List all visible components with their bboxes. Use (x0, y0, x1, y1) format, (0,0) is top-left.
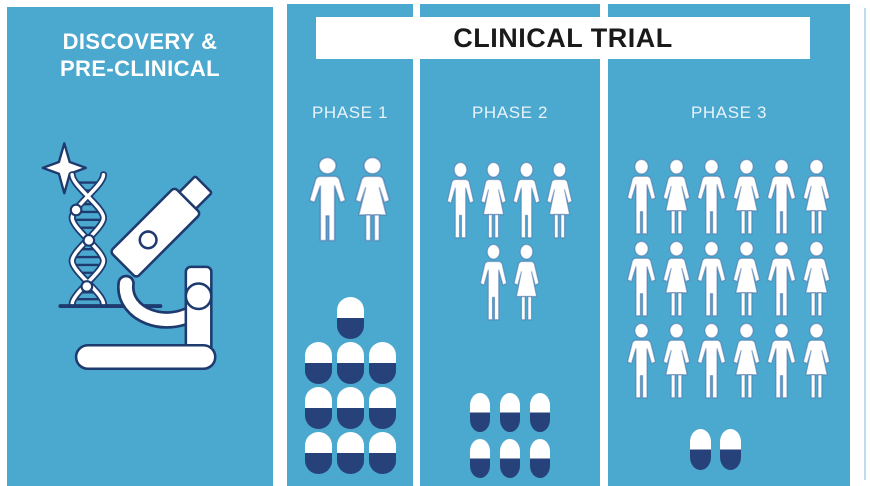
woman-icon (729, 158, 764, 236)
pill-icon (369, 387, 396, 429)
pill-icon (500, 439, 520, 478)
man-icon (305, 156, 350, 243)
clinical-trial-banner-label: CLINICAL TRIAL (453, 22, 673, 53)
man-icon (694, 158, 729, 236)
people-row (624, 322, 834, 400)
woman-icon (543, 161, 576, 240)
pill-icon (369, 342, 396, 384)
woman-icon (350, 156, 395, 243)
man-icon (510, 161, 543, 240)
woman-icon (729, 240, 764, 318)
pill-row (690, 429, 741, 470)
dna-helix-icon (68, 171, 108, 308)
next-panel-edge (864, 8, 866, 480)
microscope-dna-sparkle-icon (41, 142, 217, 371)
people-row (477, 243, 543, 322)
pill-icon (305, 342, 332, 384)
man-icon (764, 240, 799, 318)
sparkle-icon (41, 142, 88, 195)
discovery-title-line1: DISCOVERY & (62, 29, 218, 54)
man-icon (624, 240, 659, 318)
phase-1-pills (287, 297, 413, 474)
man-icon (477, 243, 510, 322)
man-icon (694, 322, 729, 400)
pill-icon (690, 429, 711, 470)
phase-2-people (420, 161, 600, 322)
pill-icon (369, 432, 396, 474)
phase-2-column: PHASE 2 (420, 4, 600, 486)
discovery-title-line2: PRE-CLINICAL (59, 56, 220, 81)
pill-icon (337, 342, 364, 384)
pill-icon (337, 432, 364, 474)
woman-icon (510, 243, 543, 322)
woman-icon (659, 322, 694, 400)
discovery-title: DISCOVERY & PRE-CLINICAL (7, 7, 273, 82)
phase-3-pills (594, 429, 836, 470)
phase-3-label: PHASE 3 (690, 103, 767, 122)
pill-icon (470, 439, 490, 478)
woman-icon (659, 158, 694, 236)
pill-row (337, 297, 364, 339)
woman-icon (659, 240, 694, 318)
phase-1-column: PHASE 1 (287, 4, 413, 486)
pill-icon (305, 387, 332, 429)
woman-icon (799, 322, 834, 400)
pill-row (470, 393, 550, 432)
pill-icon (720, 429, 741, 470)
pill-row (305, 342, 396, 384)
people-row (624, 158, 834, 236)
phase-2-label: PHASE 2 (471, 103, 548, 122)
clinical-trial-banner: CLINICAL TRIAL (316, 17, 810, 59)
people-row (305, 156, 395, 243)
pill-icon (337, 297, 364, 339)
pill-row (305, 387, 396, 429)
phase-1-label: PHASE 1 (311, 103, 388, 122)
woman-icon (477, 161, 510, 240)
man-icon (624, 322, 659, 400)
woman-icon (729, 322, 764, 400)
pill-icon (305, 432, 332, 474)
phase-3-column: PHASE 3 (608, 4, 850, 486)
man-icon (624, 158, 659, 236)
man-icon (764, 158, 799, 236)
man-icon (764, 322, 799, 400)
woman-icon (799, 158, 834, 236)
pill-row (305, 432, 396, 474)
pill-icon (530, 393, 550, 432)
pill-icon (530, 439, 550, 478)
pill-icon (337, 387, 364, 429)
discovery-preclinical-panel: DISCOVERY & PRE-CLINICAL (7, 7, 273, 486)
phase-2-pills (420, 393, 600, 478)
man-icon (444, 161, 477, 240)
phase-1-people (287, 156, 413, 243)
phase-3-people (608, 158, 850, 400)
people-row (624, 240, 834, 318)
woman-icon (799, 240, 834, 318)
microscope-icon (58, 175, 217, 371)
pill-icon (500, 393, 520, 432)
people-row (444, 161, 576, 240)
man-icon (694, 240, 729, 318)
pill-icon (470, 393, 490, 432)
pill-row (470, 439, 550, 478)
